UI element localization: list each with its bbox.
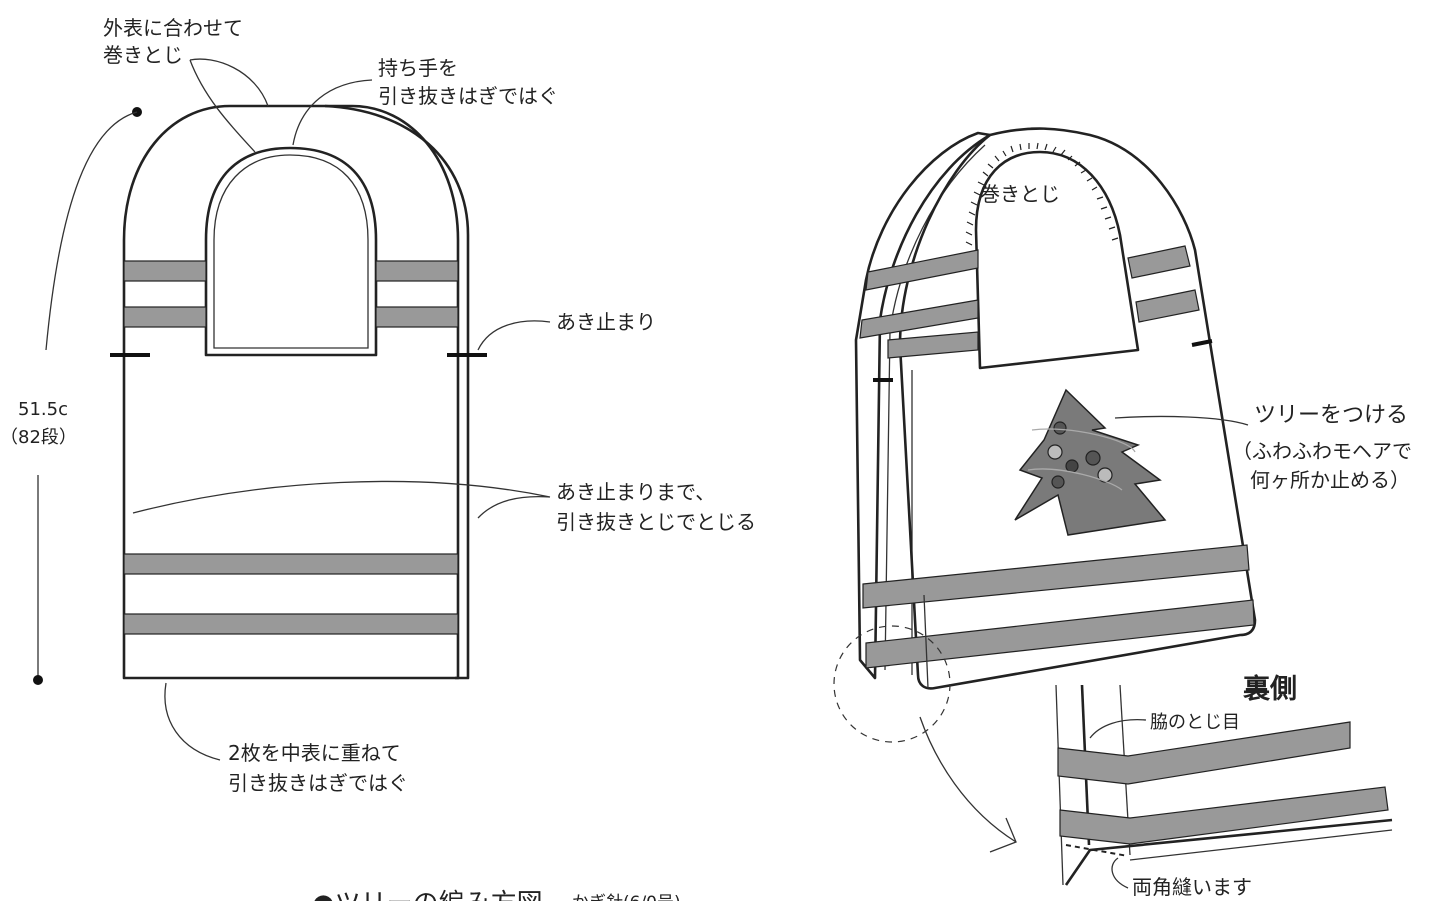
detail-corner-stitch — [1065, 844, 1129, 857]
label-whipstitch: 巻きとじ — [980, 182, 1060, 206]
stripe-3d-right-1 — [1127, 245, 1191, 279]
handle-opening-back — [213, 154, 369, 349]
leader-bottom — [164, 682, 221, 761]
detail-bottom-edge-2 — [1129, 829, 1393, 861]
leader-handle — [292, 79, 373, 146]
label-back-side: 裏側 — [1242, 673, 1297, 705]
stripe-lower-2 — [123, 613, 459, 635]
label-bottom-1: 2枚を中表に重ねて — [228, 741, 401, 765]
back-side-detail — [1055, 684, 1393, 889]
leader-opening-stop — [477, 320, 551, 351]
stripe-upper-right-1 — [375, 260, 459, 282]
detail-stripe-1 — [1057, 721, 1351, 785]
stripe-3d-upper-2 — [859, 299, 979, 339]
flat-bag-diagram: 外表に合わせて 巻きとじ 持ち手を 引き抜きはぎではぐ あき止まり あき止まりま… — [0, 16, 756, 795]
label-bottom-2: 引き抜きはぎではぐ — [228, 771, 408, 795]
mohair-stitch — [1027, 428, 1136, 491]
tree-dot-1 — [1053, 421, 1067, 435]
tree-applique — [1014, 388, 1167, 536]
tree-dot-3 — [1085, 450, 1101, 466]
tree-dot-6 — [1051, 475, 1065, 489]
zoom-arrow — [919, 716, 1017, 843]
label-whipstitch-outer-2: 巻きとじ — [103, 43, 183, 67]
detail-seam-1 — [1055, 684, 1064, 886]
leader-side-seam — [1089, 719, 1147, 739]
bag-front-piece — [122, 104, 460, 680]
bag-side-panel — [854, 131, 992, 680]
label-height-2: （82段） — [0, 427, 77, 448]
detail-bottom-edge — [1064, 818, 1393, 886]
tree-dot-5 — [1065, 459, 1079, 473]
label-opening-stop: あき止まり — [556, 310, 656, 334]
tree-dot-2 — [1047, 444, 1063, 460]
stripe-3d-right-2 — [1135, 289, 1200, 323]
leader-join — [132, 480, 551, 519]
dimension-arc — [45, 111, 138, 351]
label-tree-3: 何ヶ所か止める） — [1250, 468, 1410, 492]
label-height-1: 51.5c — [18, 399, 68, 420]
bag-back-piece — [324, 104, 470, 680]
stripe-3d-upper-3 — [887, 331, 979, 359]
caption-title: ●ツリーの編み方図 — [312, 889, 543, 901]
zoom-circle — [833, 625, 951, 743]
stripe-3d-lower-2 — [865, 599, 1255, 669]
label-handle-2: 引き抜きはぎではぐ — [378, 84, 558, 108]
detail-stripe-2 — [1059, 786, 1389, 845]
label-handle-1: 持ち手を — [378, 56, 458, 80]
handle-opening — [204, 146, 378, 357]
leader-tree — [1114, 415, 1249, 426]
stripe-3d-lower-1 — [862, 544, 1250, 609]
zoom-arrowhead — [989, 817, 1017, 853]
side-seam-line — [923, 594, 929, 689]
finished-bag-diagram: 巻きとじ ツリーをつける （ふわふわモヘアで 何ヶ所か止める） 裏側 脇のとじ目… — [833, 127, 1412, 899]
label-sew-corners: 両角縫います — [1132, 875, 1252, 899]
caption-subtitle: かぎ針(6/0号) — [572, 893, 681, 901]
stripe-upper-left-2 — [123, 306, 207, 328]
opening-stop-mark-3d-right — [1191, 339, 1213, 347]
bag-front-body — [898, 127, 1257, 690]
stripe-lower-1 — [123, 553, 459, 575]
bag-handle-opening — [974, 150, 1140, 370]
tree-dot-4 — [1097, 467, 1113, 483]
stripe-3d-upper-1 — [865, 249, 979, 291]
label-side-seam: 脇のとじ目 — [1150, 712, 1240, 733]
leader-whipstitch-outer — [189, 58, 269, 153]
label-whipstitch-outer-1: 外表に合わせて — [103, 16, 243, 40]
label-tree-1: ツリーをつける — [1254, 403, 1408, 428]
label-join-2: 引き抜きとじでとじる — [556, 510, 756, 534]
label-tree-2: （ふわふわモヘアで — [1232, 439, 1412, 463]
stripe-upper-left-1 — [123, 260, 207, 282]
label-join-1: あき止まりまで、 — [556, 480, 715, 504]
leader-sew-corners — [1111, 857, 1129, 889]
dimension-bottom-dot — [33, 675, 43, 685]
stripe-upper-right-2 — [375, 306, 459, 328]
